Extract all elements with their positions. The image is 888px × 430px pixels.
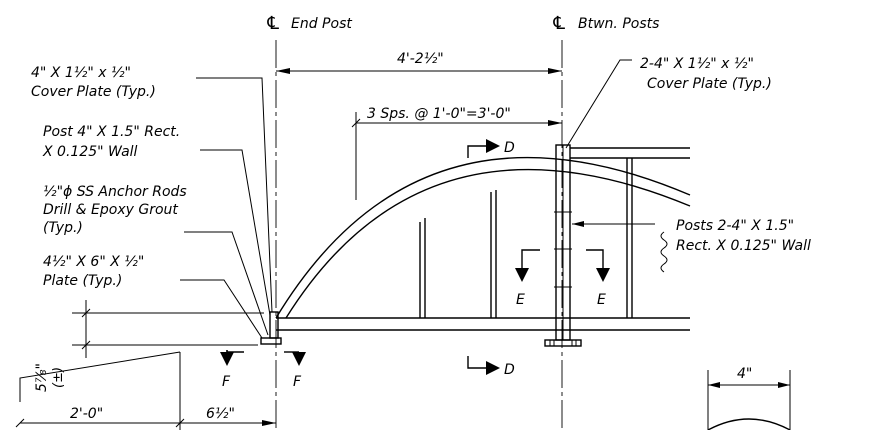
cl-label-end-post: End Post [291,16,352,32]
callout-cover-plate-end-line2: Cover Plate (Typ.) [31,84,156,100]
cl-symbol-between-posts: ℄ [551,13,567,34]
cl-label-between-posts: Btwn. Posts [578,16,659,32]
dim-arrow-left [276,68,290,74]
section-e-right-line [586,249,604,268]
leader-grade-line [19,351,181,402]
dim-tick-height-bottom [81,340,91,350]
section-e-left-arrow [515,268,529,282]
leader-cover-plate-end [196,77,273,313]
section-e-left-label: E [516,292,525,308]
section-f-right-label: F [293,374,302,390]
section-d-bottom-line [467,356,486,369]
section-f-left-line [226,350,244,353]
section-d-top-arrow [486,139,500,153]
section-d-bottom-arrow [486,361,500,375]
leader-arrow-posts-between [572,221,584,227]
arch-inner [285,168,691,319]
dim-text-end-to-between: 4'-2½" [397,51,444,67]
dim-text-spacing: 3 Sps. @ 1'-0"=3'-0" [367,106,511,122]
leader-base-plate [180,279,263,339]
detail-arc [707,418,791,430]
section-d-top-label: D [504,140,515,156]
callout-post-end-line1: Post 4" X 1.5" Rect. [43,124,180,140]
callout-post-end-line2: X 0.125" Wall [42,144,138,160]
callout-base-plate-line2: Plate (Typ.) [43,273,122,289]
cl-symbol-end-post: ℄ [265,13,281,34]
leader-cover-plate-between [565,59,632,149]
base-plate-between [544,339,582,347]
callout-cover-plate-between-line2: Cover Plate (Typ.) [647,76,772,92]
dim-tick-bottom-left [15,418,25,428]
dim-tick-height-top [81,308,91,318]
break-symbol [660,231,668,273]
callout-anchor-rods-line3: (Typ.) [43,220,83,236]
leader-anchor-rods [184,231,269,336]
callout-cover-plate-between-line1: 2-4" X 1½" x ½" [640,56,754,72]
section-d-bottom-label: D [504,362,515,378]
callout-anchor-rods-line2: Drill & Epoxy Grout [43,202,178,218]
detail-dim-arrow-right [778,382,790,388]
dim-arrow-bottom-right [262,420,276,426]
section-f-left-arrow [220,352,234,366]
callout-cover-plate-end-line1: 4" X 1½" x ½" [31,65,131,81]
callout-posts-between-line2: Rect. X 0.125" Wall [676,238,811,254]
detail-dim-text: 4" [737,366,752,382]
detail-dim-arrow-left [708,382,720,388]
anchor-between-left [549,339,555,347]
section-d-top-line [467,145,486,158]
callout-posts-between-line1: Posts 2-4" X 1.5" [676,218,794,234]
dim-text-left-run: 2'-0" [70,406,103,422]
section-e-right-label: E [597,292,606,308]
section-e-right-arrow [596,268,610,282]
dim-arrow-spacing [548,120,562,126]
dim-text-height-tol: (±) [51,367,66,388]
arch-outer [275,156,691,319]
section-f-right-arrow [292,352,306,366]
anchor-between-right [571,339,577,347]
section-f-left-label: F [222,374,231,390]
leader-post-end [200,149,271,316]
dim-tick-spacing [351,118,361,128]
section-e-left-line [521,249,540,268]
dim-text-height: 5⅞" [34,363,50,392]
dim-tick-bottom-mid [175,418,185,428]
callout-anchor-rods-line1: ½"ϕ SS Anchor Rods [43,184,187,200]
dim-arrow-right [548,68,562,74]
dim-text-offset: 6½" [206,406,235,422]
callout-base-plate-line1: 4½" X 6" X ½" [43,254,144,270]
base-plate-end [260,337,282,345]
